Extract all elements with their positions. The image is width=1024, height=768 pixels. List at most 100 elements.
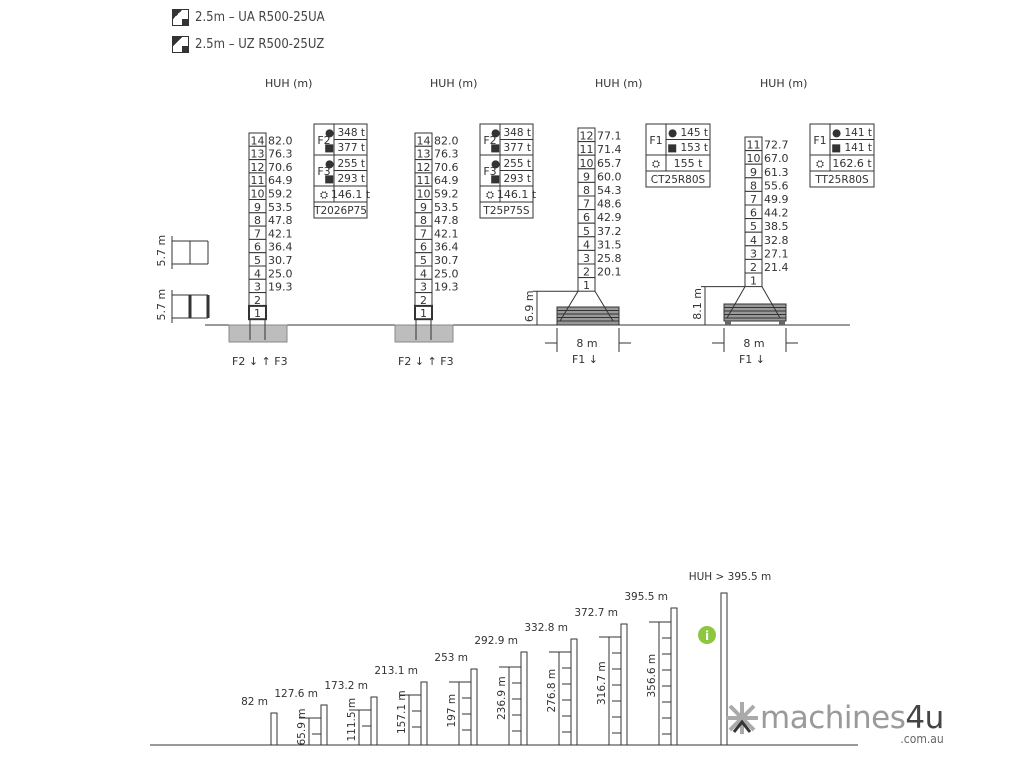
hook-height-value: 76.3	[268, 148, 293, 161]
force-value-out-of-service: ■ 377 t	[490, 142, 531, 154]
weight-icon: ⛭	[320, 190, 328, 201]
hook-height-value: 82.0	[434, 134, 459, 147]
hook-height-value: 54.3	[597, 184, 622, 197]
force-value-in-service: ● 145 t	[668, 127, 708, 139]
machines4u-logo: machines4u .com.au	[724, 700, 944, 746]
mast-section-number: 9	[583, 170, 590, 183]
mast-section-number: 5	[420, 254, 427, 267]
max-height-label: 173.2 m	[324, 680, 368, 692]
segment-height-label: 5.7 m	[155, 289, 168, 321]
mast-section-number: 3	[583, 252, 590, 265]
max-height-label: 292.9 m	[474, 635, 518, 647]
mast-section-number: 3	[750, 247, 757, 260]
mast-section-number: 9	[420, 201, 427, 214]
hook-height-value: 77.1	[597, 130, 622, 143]
force-value-in-service: ● 141 t	[832, 127, 872, 139]
mast-section-number: 2	[254, 294, 261, 307]
mast-section-number: 6	[750, 207, 757, 220]
tie-height-label: 197 m	[446, 694, 458, 728]
logo-domain: .com.au	[900, 732, 944, 746]
mast-section-number: 8	[254, 214, 261, 227]
tower-column	[270, 712, 278, 746]
max-height-label: 372.7 m	[574, 607, 618, 619]
hook-height-value: 19.3	[434, 281, 459, 294]
load-table-cell	[479, 201, 534, 219]
force-label: F3	[317, 165, 330, 178]
mast-section	[744, 272, 763, 288]
force-value-out-of-service: ■ 153 t	[667, 142, 708, 154]
mast-section-number: 12	[251, 161, 265, 174]
reaction-force-label: F1 ↓	[739, 353, 765, 366]
base-strut	[594, 290, 614, 322]
mast-section	[414, 304, 433, 321]
hook-height-value: 19.3	[268, 281, 293, 294]
legend-text: 2.5m – UZ R500-25UZ	[195, 37, 325, 52]
mast-section-number: 11	[580, 143, 594, 156]
hook-height-value: 48.6	[597, 198, 622, 211]
mast-section-number: 14	[251, 134, 265, 147]
hook-height-value: 21.4	[764, 261, 789, 274]
logo-name: machines4u	[760, 700, 944, 736]
hook-height-value: 59.2	[434, 188, 459, 201]
weight-value: 162.6 t	[832, 157, 872, 170]
mast-section-number: 3	[254, 281, 261, 294]
snowflake-logo-icon	[726, 702, 758, 734]
hook-height-value: 72.7	[764, 139, 789, 152]
force-label: F1	[649, 134, 662, 147]
mast-section-number: 6	[254, 241, 261, 254]
hook-height-value: 37.2	[597, 225, 622, 238]
mast-section-number: 5	[583, 225, 590, 238]
load-table-cell	[809, 170, 875, 188]
force-value-out-of-service: ■ 141 t	[831, 142, 872, 154]
hook-height-value: 31.5	[597, 238, 622, 251]
info-icon	[698, 626, 716, 644]
max-height-label: 253 m	[434, 652, 468, 664]
crane-model-label: T2026P75	[313, 205, 367, 217]
weight-icon: ⛭	[816, 159, 824, 170]
hook-height-value: 27.1	[764, 247, 789, 260]
mast-section-number: 2	[420, 294, 427, 307]
weight-icon: ⛭	[486, 190, 494, 201]
hook-height-value: 44.2	[764, 207, 789, 220]
hook-height-value: 70.6	[434, 161, 459, 174]
mast-section-number: 7	[254, 227, 261, 240]
hook-height-value: 82.0	[268, 134, 293, 147]
mast-section-number: 1	[254, 307, 261, 320]
force-value-in-service: ● 255 t	[325, 158, 365, 170]
mast-section-number: 8	[583, 184, 590, 197]
hook-height-value: 60.0	[597, 170, 622, 183]
base-width-label: 8 m	[576, 337, 597, 350]
mast-section-number: 4	[420, 267, 427, 280]
tie-height-label: 111.5 m	[346, 698, 358, 742]
mast-section-number: 13	[417, 148, 431, 161]
ballast-base	[723, 303, 787, 322]
mast-section-number: 9	[750, 166, 757, 179]
base-height-label: 6.9 m	[523, 290, 536, 322]
hook-height-value: 25.0	[268, 267, 293, 280]
reaction-forces-label: F2 ↓ ↑ F3	[398, 355, 454, 368]
segment-height-label: 5.7 m	[155, 235, 168, 267]
foundation-block	[228, 324, 288, 343]
mast-section-number: 11	[417, 174, 431, 187]
mast-section-number: 4	[583, 238, 590, 251]
mast-section-number: 6	[420, 241, 427, 254]
max-height-label: 332.8 m	[524, 622, 568, 634]
mast-section-number: 7	[750, 193, 757, 206]
base-strut	[559, 290, 579, 322]
mast-section-number: 2	[750, 261, 757, 274]
hook-height-value: 36.4	[434, 241, 459, 254]
mast-section-number: 1	[420, 307, 427, 320]
tower-column	[670, 607, 678, 746]
huh-label: HUH (m)	[430, 77, 477, 90]
force-label: F2	[317, 134, 330, 147]
hook-height-value: 25.8	[597, 252, 622, 265]
force-value-in-service: ● 348 t	[491, 127, 531, 139]
base-width-label: 8 m	[743, 337, 764, 350]
weight-value: 146.1 t	[331, 188, 371, 201]
hook-height-value: 67.0	[764, 152, 789, 165]
hook-height-value: 61.3	[764, 166, 789, 179]
hook-height-value: 47.8	[268, 214, 293, 227]
mast-section-number: 10	[417, 188, 431, 201]
mast-section-number: 1	[583, 279, 590, 292]
